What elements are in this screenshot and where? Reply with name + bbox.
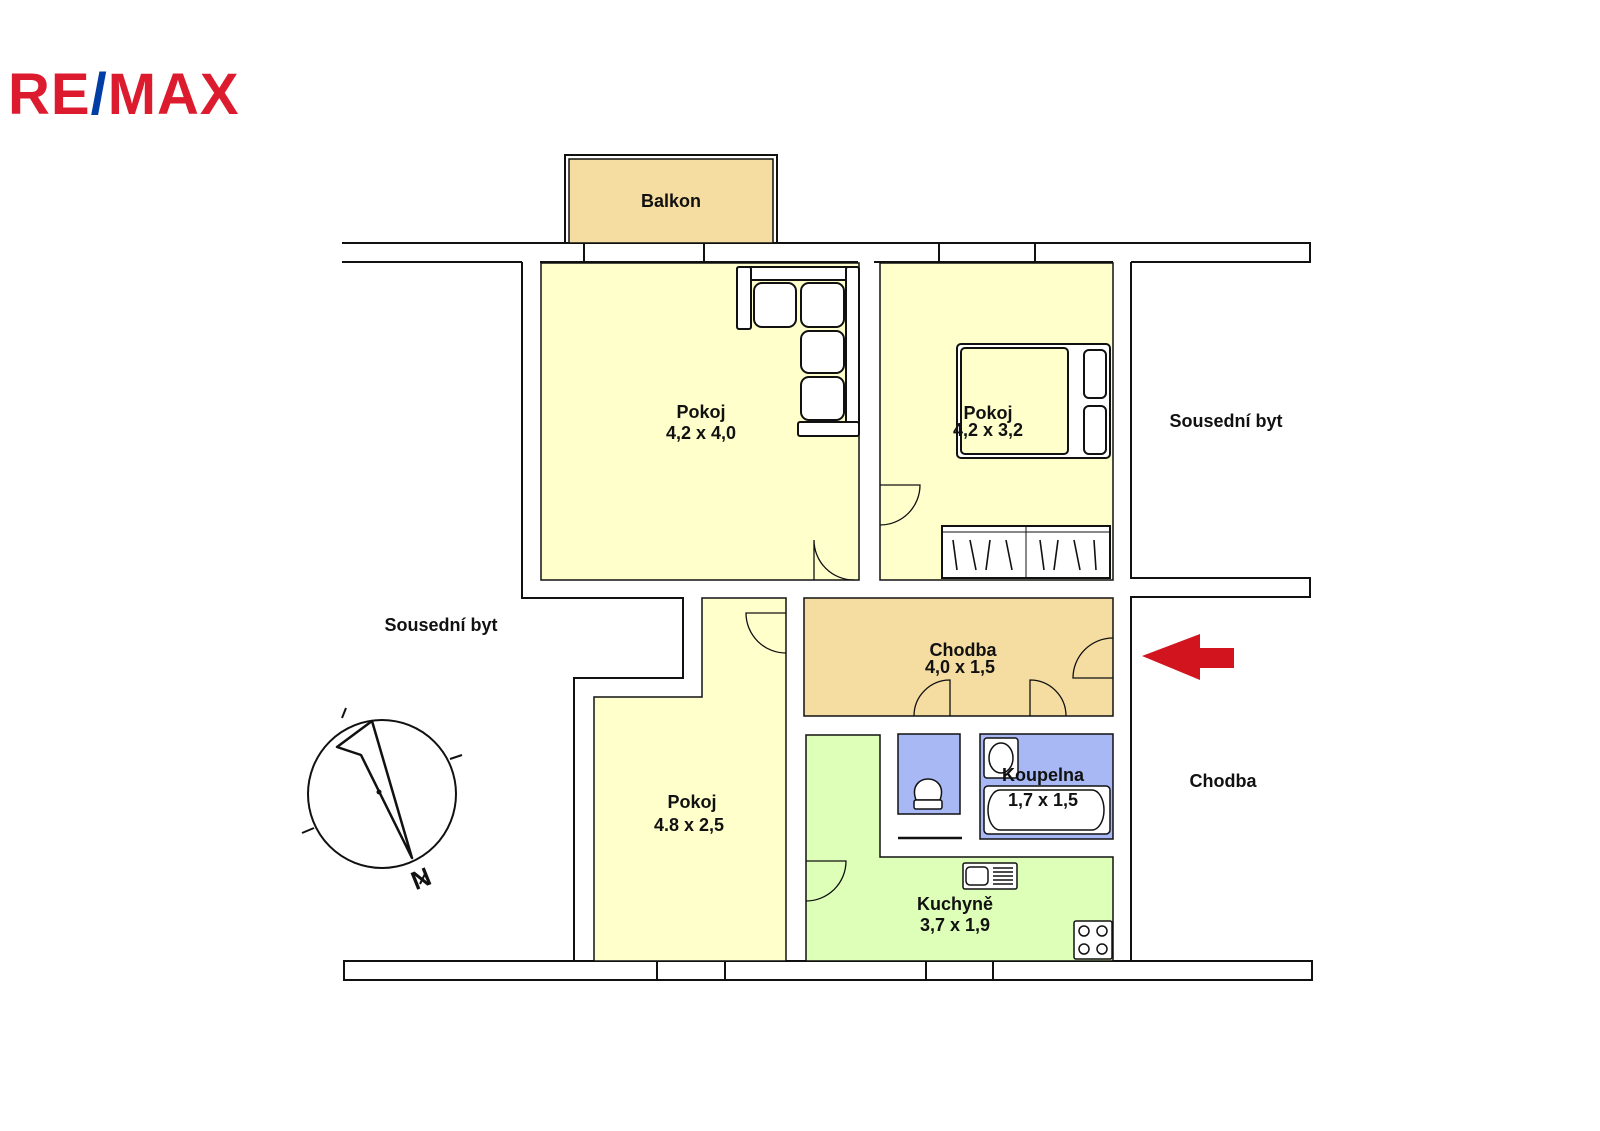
window-marks	[583, 243, 1036, 980]
sousedni-byt-right-label: Sousední byt	[1169, 411, 1282, 431]
north-compass-icon: N	[301, 707, 463, 896]
pokoj-2-size: 4,2 x 3,2	[953, 420, 1023, 440]
door-kuchyne	[805, 860, 847, 902]
chodba-size: 4,0 x 1,5	[925, 657, 995, 677]
kuchyne-room	[805, 734, 1114, 962]
kuchyne-label: Kuchyně	[917, 894, 993, 914]
pokoj-3-label: Pokoj	[667, 792, 716, 812]
door-entrance	[1072, 637, 1114, 679]
toilet-icon	[913, 778, 943, 810]
svg-text:RE/MAX: RE/MAX	[8, 62, 240, 122]
remax-logo-slash: /	[91, 62, 108, 122]
remax-logo-max: MAX	[108, 62, 240, 122]
kuchyne-size: 3,7 x 1,9	[920, 915, 990, 935]
balkon-room	[568, 158, 774, 244]
remax-logo: RE/MAX	[8, 62, 258, 127]
koupelna-label: Koupelna	[1002, 765, 1085, 785]
kitchen-sink-icon	[962, 862, 1018, 890]
compass-north-letter: N	[407, 861, 436, 896]
top-wall	[342, 242, 1311, 263]
wardrobe-icon	[941, 525, 1111, 579]
sousedni-byt-left-label: Sousední byt	[384, 615, 497, 635]
pokoj-3-room	[593, 597, 787, 962]
chodba-label: Chodba	[930, 640, 998, 660]
bathroom-fixtures-icon	[983, 737, 1111, 835]
balkon-label: Balkon	[641, 191, 701, 211]
pokoj-2-label: Pokoj	[963, 403, 1012, 423]
koupelna-size: 1,7 x 1,5	[1008, 790, 1078, 810]
outer-wall-outlines	[342, 242, 1313, 981]
pokoj-3-size: 4.8 x 2,5	[654, 815, 724, 835]
remax-logo-re: RE	[8, 62, 91, 122]
chodba-room	[803, 597, 1114, 717]
sofa-icon	[736, 266, 860, 437]
door-pokoj2	[879, 484, 921, 526]
pokoj-1-size: 4,2 x 4,0	[666, 423, 736, 443]
labels: Balkon Pokoj 4,2 x 4,0 Pokoj 4,2 x 3,2 S…	[384, 191, 1282, 935]
door-koupelna	[1029, 679, 1067, 717]
chodba-right-label: Chodba	[1190, 771, 1258, 791]
stove-icon	[1073, 920, 1113, 960]
door-pokoj1	[813, 539, 855, 581]
bed-icon	[956, 343, 1111, 459]
left-wall	[521, 262, 684, 961]
door-wc	[913, 679, 951, 717]
entrance-arrow-icon	[1142, 634, 1234, 680]
door-pokoj3	[745, 612, 787, 654]
doors	[745, 484, 1114, 902]
remax-logo-svg: RE/MAX	[8, 62, 240, 127]
right-wall	[1130, 262, 1311, 961]
pokoj-1-label: Pokoj	[676, 402, 725, 422]
bottom-wall	[343, 960, 1313, 981]
